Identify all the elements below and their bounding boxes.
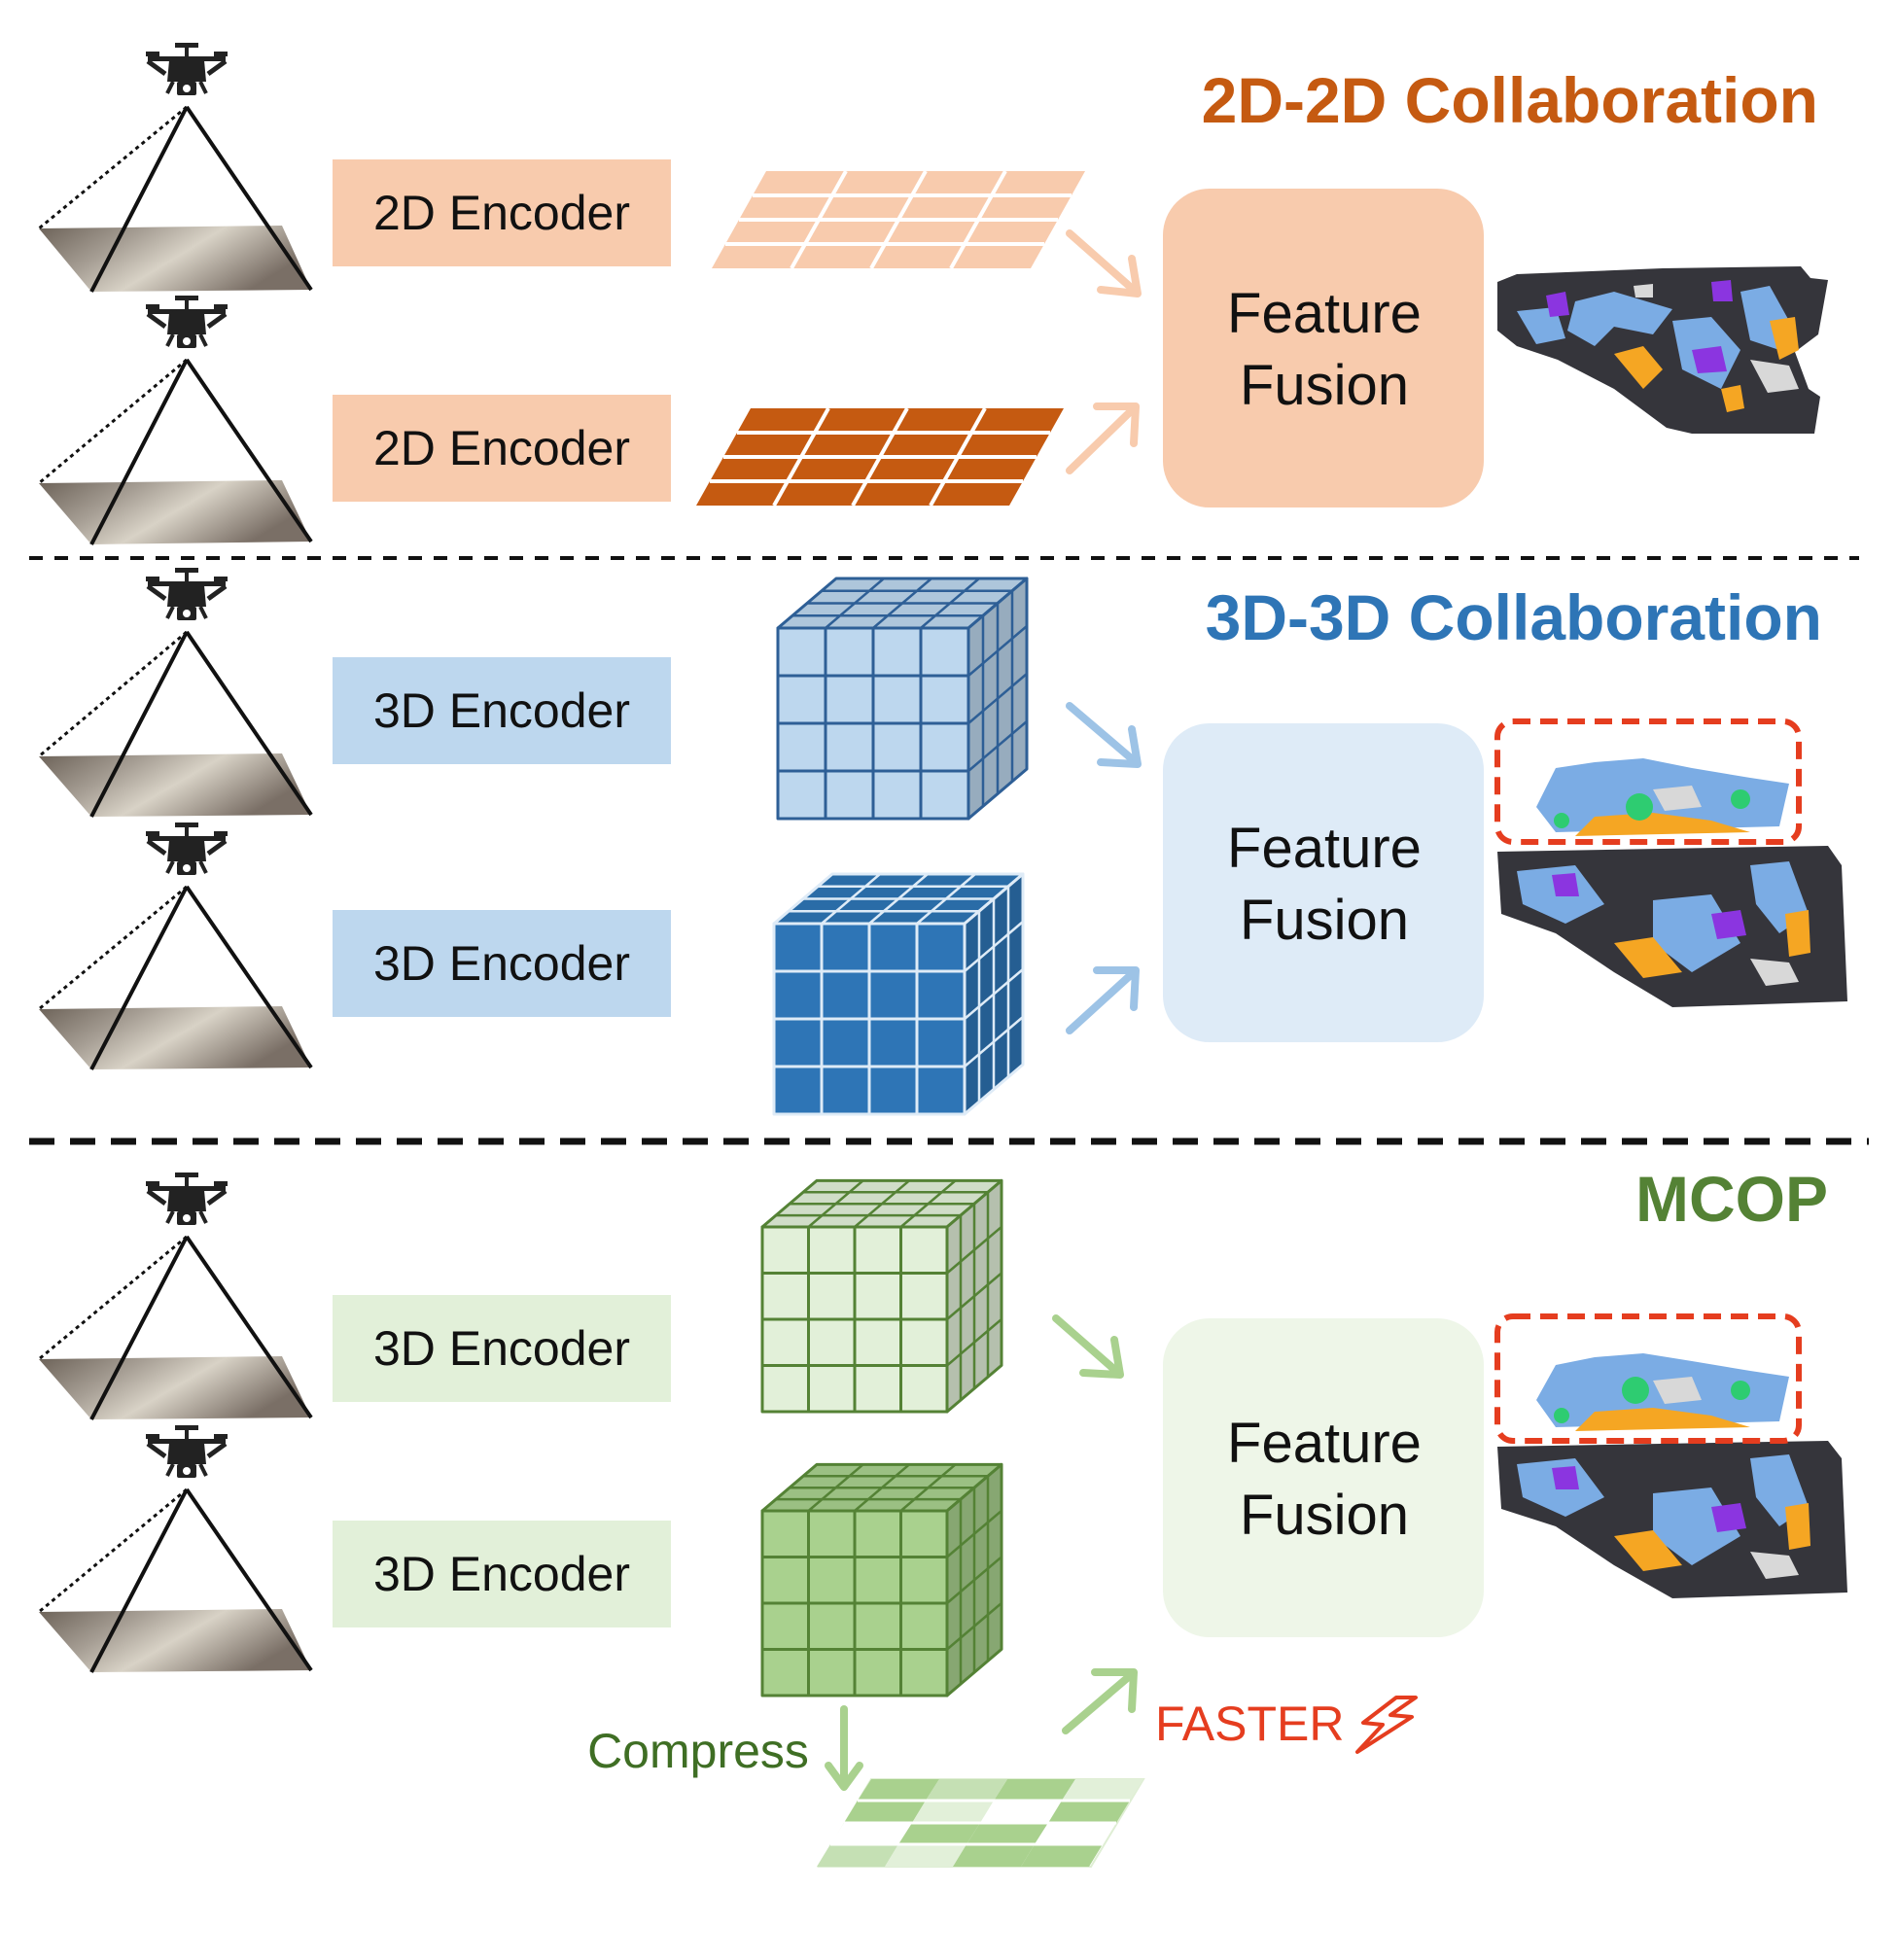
feature-plane-dark [696,408,1064,506]
feature-plane-light [712,171,1085,268]
arrow [1066,1672,1134,1731]
fusion-box [1163,189,1484,508]
arrow [1070,233,1138,294]
output-map-3d [1497,721,1847,1007]
fusion-label-line1: Feature [1227,1412,1422,1475]
section-title-mcop: MCOP [1635,1163,1828,1235]
fusion-box [1163,1318,1484,1637]
drone-icon [146,296,228,348]
encoder-label: 3D Encoder [373,683,630,738]
drone-view [39,822,311,1069]
drone-icon [146,568,228,620]
encoder-label: 2D Encoder [373,421,630,475]
compressed-feature-plane [817,1779,1143,1867]
fusion-label-line2: Fusion [1240,354,1409,417]
fusion-label-line1: Feature [1227,817,1422,880]
arrow [1070,406,1136,471]
drone-icon [146,822,228,875]
fusion-label-line2: Fusion [1240,1484,1409,1547]
arrow [1056,1318,1120,1375]
encoder-label: 2D Encoder [373,186,630,240]
compress-arrow [828,1709,860,1787]
lightning-icon [1357,1698,1416,1752]
drone-icon [146,43,228,95]
output-map-2d [1497,266,1828,434]
feature-cube [762,1180,1002,1412]
fusion-box [1163,723,1484,1042]
arrow [1070,970,1136,1031]
section-title-2d2d: 2D-2D Collaboration [1202,64,1818,136]
drone-view [39,43,311,292]
drone-view [39,1425,311,1672]
fusion-label-line1: Feature [1227,282,1422,345]
drone-icon [146,1172,228,1225]
feature-cube [774,874,1023,1114]
drone-icon [146,1425,228,1478]
compress-label: Compress [587,1724,809,1778]
drone-view [39,568,311,817]
encoder-label: 3D Encoder [373,936,630,991]
fusion-label-line2: Fusion [1240,889,1409,952]
drone-view [39,1172,311,1419]
feature-cube [778,578,1027,819]
feature-cube [762,1464,1002,1696]
faster-label: FASTER [1155,1697,1344,1751]
arrow [1070,706,1138,764]
section-title-3d3d: 3D-3D Collaboration [1206,581,1822,653]
drone-view [39,296,311,544]
encoder-label: 3D Encoder [373,1321,630,1376]
encoder-label: 3D Encoder [373,1547,630,1601]
output-map-mcop [1497,1316,1847,1598]
